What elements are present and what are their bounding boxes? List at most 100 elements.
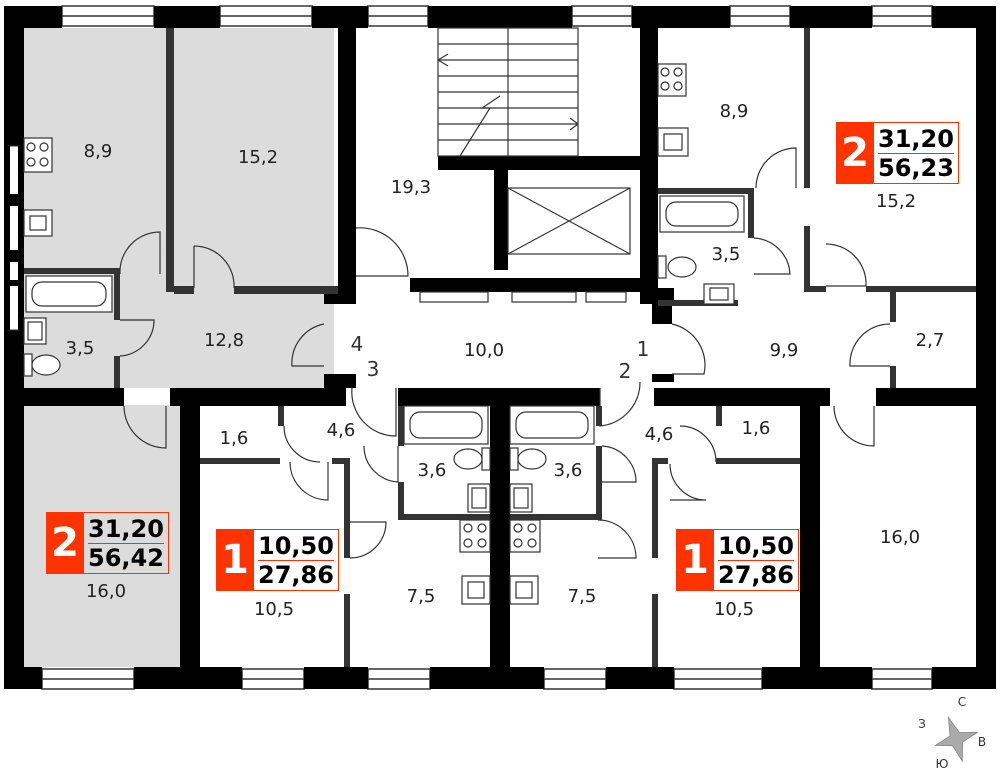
door [351,387,397,437]
bathtub-icon [25,275,113,313]
door [119,231,161,275]
door [755,147,797,189]
sink-icon [467,483,491,513]
badge-room-count: 2 [836,122,874,184]
room-area-label: 15,2 [238,147,278,168]
partitions [24,28,976,667]
fixtures [23,63,745,605]
left-wall-piers [4,146,24,330]
badge-total-area: 27,86 [258,560,334,589]
sink-icon [23,317,47,345]
sink-icon [509,575,539,605]
compass-west: З [918,717,926,731]
room-area-label: 10,5 [714,599,754,620]
compass-south: Ю [936,757,949,771]
door [123,405,167,449]
room-area-label: 3,5 [712,244,741,265]
room-area-label: 12,8 [204,330,244,351]
door [291,323,325,367]
apartment-badge: 1 10,50 27,86 [216,529,339,591]
door [597,519,637,559]
room-area-label: 4,6 [645,424,674,445]
door [193,245,235,289]
room-area-label: 3,6 [418,460,447,481]
room-area-label: 3,6 [554,460,583,481]
room-area-label: 2,7 [916,330,945,351]
badge-living-area: 10,50 [718,531,794,561]
badge-areas: 31,20 56,23 [874,122,959,184]
apartment-door-number: 4 [351,332,364,356]
badge-room-count: 2 [46,512,84,574]
apartment-door-number: 3 [367,357,380,381]
compass: С В Ю З [918,695,986,771]
badge-areas: 10,50 27,86 [254,529,339,591]
doors [119,147,891,559]
toilet-icon [657,255,697,279]
room-area-label: 7,5 [407,586,436,607]
door [671,323,706,375]
bathtub-icon [509,405,595,445]
door [363,445,399,483]
outer-walls [4,6,996,689]
sink-icon [461,575,491,605]
toilet-icon [509,447,547,471]
stove-icon [23,137,53,173]
highlight-floor [24,28,334,667]
stove-icon [509,519,541,553]
inner-walls [24,28,976,667]
toilet-icon [23,353,61,377]
apartment-badge: 2 31,20 56,23 [836,122,959,184]
door [599,381,641,427]
compass-east: В [978,735,986,749]
badge-areas: 31,20 56,42 [84,512,169,574]
badge-living-area: 10,50 [258,531,334,561]
badge-total-area: 56,23 [878,153,954,182]
sink-icon [23,209,53,237]
door [119,319,155,357]
room-area-label: 9,9 [770,340,799,361]
door [669,463,707,501]
apartment-door-number: 1 [637,337,650,361]
door [283,425,321,463]
sink-icon [703,283,735,305]
stove-icon [657,63,687,97]
badge-room-count: 1 [676,529,714,591]
room-area-label: 1,6 [742,418,771,439]
stove-icon [459,519,491,553]
door [833,405,875,447]
room-area-label: 1,6 [220,428,249,449]
sink-icon [509,483,533,513]
toilet-icon [453,447,491,471]
room-area-label: 16,0 [880,527,920,548]
door [289,461,329,501]
room-area-label: 8,9 [720,101,749,122]
room-area-label: 10,5 [254,599,294,620]
room-area-label: 15,2 [876,191,916,212]
room-area-label: 7,5 [568,586,597,607]
apartment-badge: 1 10,50 27,86 [676,529,799,591]
door [349,521,387,559]
door [753,237,791,275]
room-area-label: 16,0 [86,581,126,602]
bathtub-icon [403,405,489,445]
door [849,323,891,367]
door [355,227,409,277]
staircase [437,27,579,157]
elevator [419,187,631,303]
bathtub-icon [659,195,745,233]
compass-rose-icon [934,715,979,763]
door [679,425,717,463]
room-area-label: 10,0 [464,340,504,361]
sink-icon [657,127,689,157]
badge-living-area: 31,20 [88,514,164,544]
badge-living-area: 31,20 [878,124,954,154]
room-area-label: 8,9 [84,141,113,162]
door-numbers: 1 2 3 4 [351,332,650,383]
badge-room-count: 1 [216,529,254,591]
door [601,445,637,483]
room-area-label: 3,5 [66,338,95,359]
apartment-badge: 2 31,20 56,42 [46,512,169,574]
room-labels: 8,9 15,2 19,3 8,9 15,2 3,5 12,8 10,0 3,5… [66,101,945,620]
apartment-door-number: 2 [619,359,632,383]
